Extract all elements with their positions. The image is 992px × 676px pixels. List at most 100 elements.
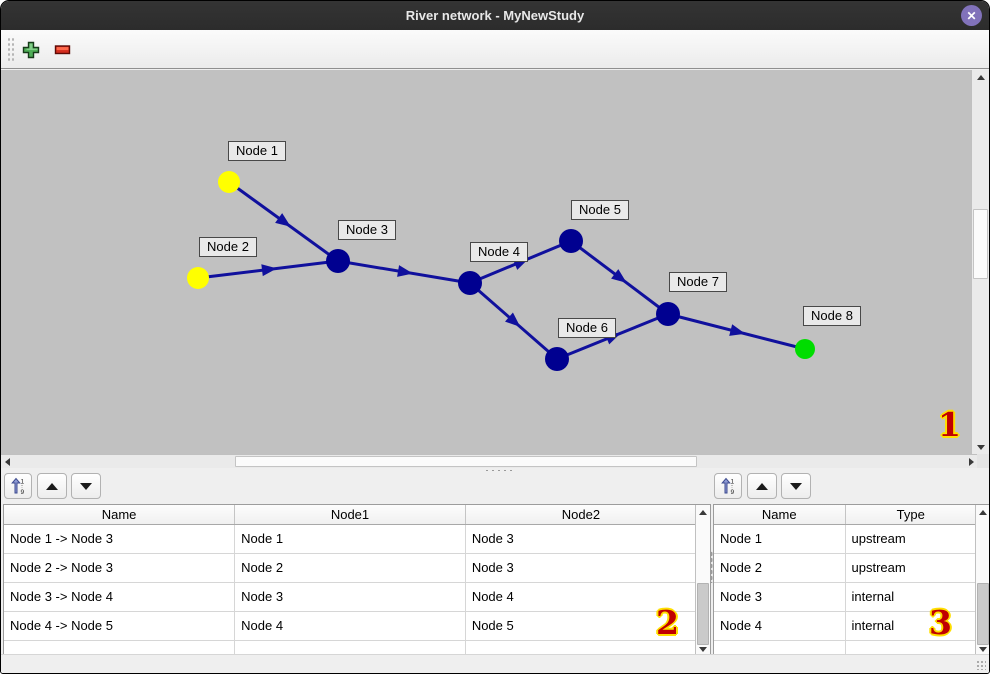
close-icon: ✕: [966, 8, 977, 23]
canvas-horizontal-scrollbar[interactable]: [1, 454, 977, 468]
table-cell[interactable]: Node 1 -> Node 3: [4, 524, 236, 554]
table-cell[interactable]: [714, 640, 846, 656]
scroll-up-button[interactable]: [976, 505, 989, 519]
vertical-scroll-thumb[interactable]: [973, 209, 988, 279]
table-cell[interactable]: [465, 640, 696, 656]
arrow-left-icon: [4, 457, 10, 466]
table-cell[interactable]: Node 3: [465, 553, 696, 583]
vertical-splitter-handle[interactable]: [710, 551, 713, 583]
table-cell[interactable]: Node 4 -> Node 5: [4, 611, 236, 641]
move-up-icon: [756, 482, 768, 490]
table-cell[interactable]: Node 5: [465, 611, 696, 641]
node-label-node-5: Node 5: [571, 200, 629, 220]
table-cell[interactable]: internal: [845, 582, 976, 612]
table-cell[interactable]: Node 3: [234, 582, 466, 612]
table-cell[interactable]: Node 4: [234, 611, 466, 641]
column-header-name[interactable]: Name: [4, 505, 236, 525]
scroll-up-button[interactable]: [972, 70, 989, 84]
node-table-move-up-button[interactable]: [747, 473, 777, 499]
scroll-thumb[interactable]: [977, 583, 989, 645]
add-node-button[interactable]: [20, 39, 42, 61]
sort-ascending-icon: 1 9: [721, 477, 735, 495]
edge-table-move-up-button[interactable]: [37, 473, 67, 499]
annotation-marker-3: 3: [929, 603, 952, 642]
node-table-move-down-button[interactable]: [781, 473, 811, 499]
canvas-vertical-scrollbar[interactable]: [971, 70, 989, 454]
node-label-node-8: Node 8: [803, 306, 861, 326]
table-cell[interactable]: Node 4: [714, 611, 846, 641]
edge-table-row: [4, 640, 696, 656]
edge-table-sort-button[interactable]: 1 9: [4, 473, 32, 499]
table-cell[interactable]: Node 3: [465, 524, 696, 554]
close-button[interactable]: ✕: [961, 5, 982, 26]
node-node-8[interactable]: [795, 339, 815, 359]
edge-table-move-down-button[interactable]: [71, 473, 101, 499]
arrow-up-icon: [699, 509, 707, 515]
scroll-left-button[interactable]: [1, 455, 13, 468]
arrow-right-icon: [968, 457, 974, 466]
edge-arrow-icon: [611, 269, 627, 283]
table-cell[interactable]: Node 2: [714, 553, 846, 583]
horizontal-splitter-handle[interactable]: [484, 469, 514, 472]
annotation-marker-1: 1: [938, 405, 961, 444]
node-table-scrollbar[interactable]: [975, 505, 989, 656]
table-cell[interactable]: [234, 640, 466, 656]
table-cell[interactable]: internal: [845, 611, 976, 641]
table-cell[interactable]: [4, 640, 236, 656]
column-header-type[interactable]: Type: [845, 505, 976, 525]
table-cell[interactable]: Node 2 -> Node 3: [4, 553, 236, 583]
scroll-down-button[interactable]: [696, 642, 710, 656]
node-node-7[interactable]: [656, 302, 680, 326]
network-diagram: [187, 171, 815, 371]
node-node-2[interactable]: [187, 267, 209, 289]
table-cell[interactable]: Node 1: [234, 524, 466, 554]
table-cell[interactable]: upstream: [845, 524, 976, 554]
horizontal-scroll-thumb[interactable]: [235, 456, 697, 467]
table-cell[interactable]: Node 3: [714, 582, 846, 612]
node-node-4[interactable]: [458, 271, 482, 295]
svg-text:1: 1: [21, 479, 25, 486]
window-title: River network - MyNewStudy: [405, 8, 585, 23]
status-bar: [1, 654, 989, 673]
table-cell[interactable]: upstream: [845, 553, 976, 583]
scroll-up-button[interactable]: [696, 505, 710, 519]
scroll-down-button[interactable]: [972, 440, 989, 454]
column-header-node1[interactable]: Node1: [234, 505, 466, 525]
arrow-up-icon: [979, 509, 987, 515]
column-header-name[interactable]: Name: [714, 505, 846, 525]
table-cell[interactable]: Node 3 -> Node 4: [4, 582, 236, 612]
table-cell[interactable]: [845, 640, 976, 656]
titlebar[interactable]: River network - MyNewStudy ✕: [1, 1, 989, 30]
scroll-right-button[interactable]: [965, 455, 977, 468]
table-cell[interactable]: Node 4: [465, 582, 696, 612]
node-label-node-2: Node 2: [199, 237, 257, 257]
node-label-node-4: Node 4: [470, 242, 528, 262]
toolbar-drag-handle[interactable]: [7, 37, 15, 62]
resize-grip[interactable]: [976, 660, 986, 670]
node-node-1[interactable]: [218, 171, 240, 193]
remove-node-button[interactable]: [52, 39, 74, 61]
node-table-sort-button[interactable]: 1 9: [714, 473, 742, 499]
arrow-down-icon: [976, 444, 985, 450]
table-cell[interactable]: Node 2: [234, 553, 466, 583]
edge-arrow-icon: [261, 264, 277, 277]
edge-table-scrollbar[interactable]: [695, 505, 710, 656]
node-node-6[interactable]: [545, 347, 569, 371]
node-table-row: [714, 640, 976, 656]
table-cell[interactable]: Node 1: [714, 524, 846, 554]
main-toolbar: [1, 30, 989, 69]
node-node-5[interactable]: [559, 229, 583, 253]
scroll-down-button[interactable]: [976, 642, 989, 656]
scroll-thumb[interactable]: [697, 583, 709, 645]
column-header-node2[interactable]: Node2: [465, 505, 696, 525]
node-node-3[interactable]: [326, 249, 350, 273]
